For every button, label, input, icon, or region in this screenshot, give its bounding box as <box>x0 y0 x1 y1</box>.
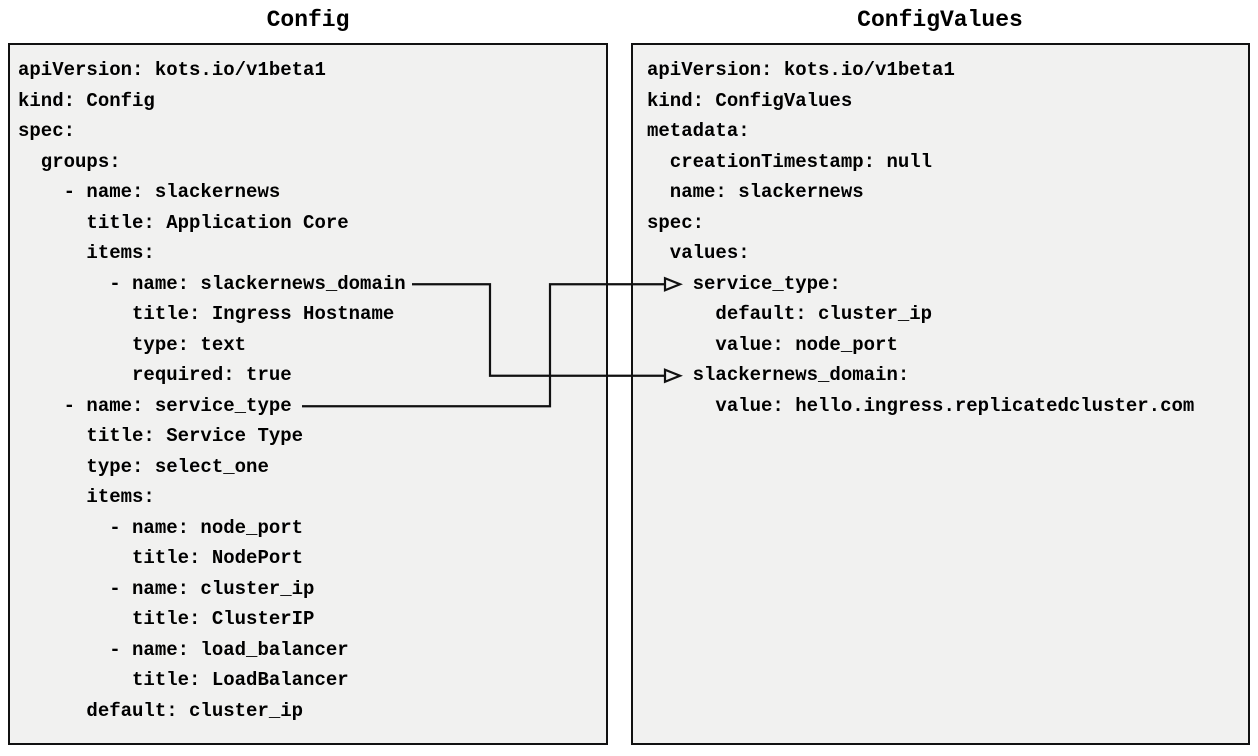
config-panel-title: Config <box>266 7 350 33</box>
configvalues-panel: apiVersion: kots.io/v1beta1 kind: Config… <box>631 43 1250 745</box>
config-panel: apiVersion: kots.io/v1beta1 kind: Config… <box>8 43 608 745</box>
configvalues-yaml-code: apiVersion: kots.io/v1beta1 kind: Config… <box>647 59 1195 417</box>
config-yaml-code: apiVersion: kots.io/v1beta1 kind: Config… <box>18 59 406 722</box>
configvalues-panel-title: ConfigValues <box>857 7 1023 33</box>
